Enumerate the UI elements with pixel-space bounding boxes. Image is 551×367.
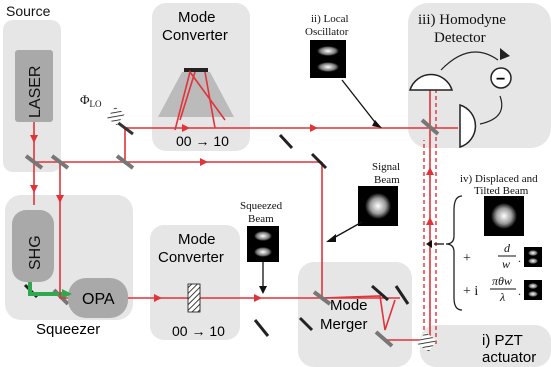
mode-merger-label-2: Merger	[320, 316, 368, 333]
mode-converter-bottom-element	[187, 283, 201, 313]
pzt-element	[417, 332, 437, 352]
mode-converter-top-ratio: 00 → 10	[176, 133, 229, 149]
term2-plus: + i	[463, 284, 478, 299]
term1-den: w	[502, 257, 510, 271]
squeezed-beam-label-2: Beam	[248, 213, 274, 225]
mirror-signal-extra	[278, 133, 294, 150]
mirror-merger-e	[394, 285, 410, 305]
mirror-merger-a	[312, 290, 332, 306]
squeezer-label: Squeezer	[36, 321, 100, 338]
beamsplitter-3	[115, 154, 135, 170]
mode-converter-bottom-panel	[150, 225, 240, 340]
detector-top	[408, 73, 454, 91]
subtractor	[490, 67, 512, 89]
mode-merger-label-1: Mode	[330, 297, 368, 314]
homodyne-label-2: Detector	[434, 30, 486, 46]
pzt-label-1: i) PZT	[482, 332, 523, 349]
mirror-signal	[310, 152, 328, 170]
mirror-lo	[116, 120, 134, 136]
mirror-homodyne-bs	[420, 118, 440, 136]
beamsplitter-1	[24, 154, 44, 170]
lo-mode-image	[310, 40, 346, 78]
source-label: Source	[6, 3, 51, 19]
displaced-label-2: Tilted Beam	[474, 185, 529, 197]
mirror-merger-d	[374, 330, 394, 348]
term1-plus: +	[463, 251, 471, 266]
shg-box	[12, 210, 54, 282]
mode-converter-top-label-2: Converter	[162, 27, 228, 44]
subtractor-sign: −	[496, 71, 505, 88]
mode-converter-top-label-1: Mode	[178, 9, 216, 26]
pzt-panel	[420, 325, 551, 367]
phi-lo-label: ΦLO	[80, 92, 102, 109]
svg-text:.: .	[518, 284, 521, 298]
mirror-merger-c	[298, 316, 314, 332]
shg-label: SHG	[27, 235, 44, 270]
term2-num: πθw	[492, 274, 512, 288]
local-oscillator-label-1: ii) Local	[311, 13, 349, 25]
signal-beam-label-2: Beam	[374, 174, 400, 186]
beamsplitter-2	[50, 154, 70, 170]
mirror-mode-conv-lower	[253, 319, 270, 337]
detector-right	[459, 103, 477, 149]
laser-box	[15, 50, 53, 122]
mode-converter-bottom-label-2: Converter	[158, 249, 224, 266]
squeezed-beam-label-1: Squeezed	[240, 200, 283, 212]
term2-den: λ	[499, 290, 505, 304]
phase-shifter-lo	[107, 106, 125, 126]
displaced-label-1: iv) Displaced and	[460, 173, 538, 185]
homodyne-panel	[408, 3, 551, 148]
term1-num: d	[504, 241, 511, 255]
mode-converter-bottom-label-1: Mode	[178, 231, 216, 248]
mode-converter-bottom-ratio: 00 → 10	[172, 323, 225, 339]
pump-beam	[28, 282, 66, 296]
opa-label: OPA	[82, 291, 115, 308]
local-oscillator-label-2: Oscillator	[305, 26, 349, 38]
signal-beam-label-1: Signal	[372, 161, 400, 173]
opa-box	[68, 278, 128, 318]
mirror-merger-b	[371, 284, 389, 302]
mode-merger-panel	[298, 262, 412, 367]
homodyne-label-1: iii) Homodyne	[418, 12, 506, 28]
pzt-label-2: actuator	[482, 349, 536, 366]
svg-text:.: .	[518, 251, 521, 265]
laser-label: LASER	[27, 66, 44, 118]
